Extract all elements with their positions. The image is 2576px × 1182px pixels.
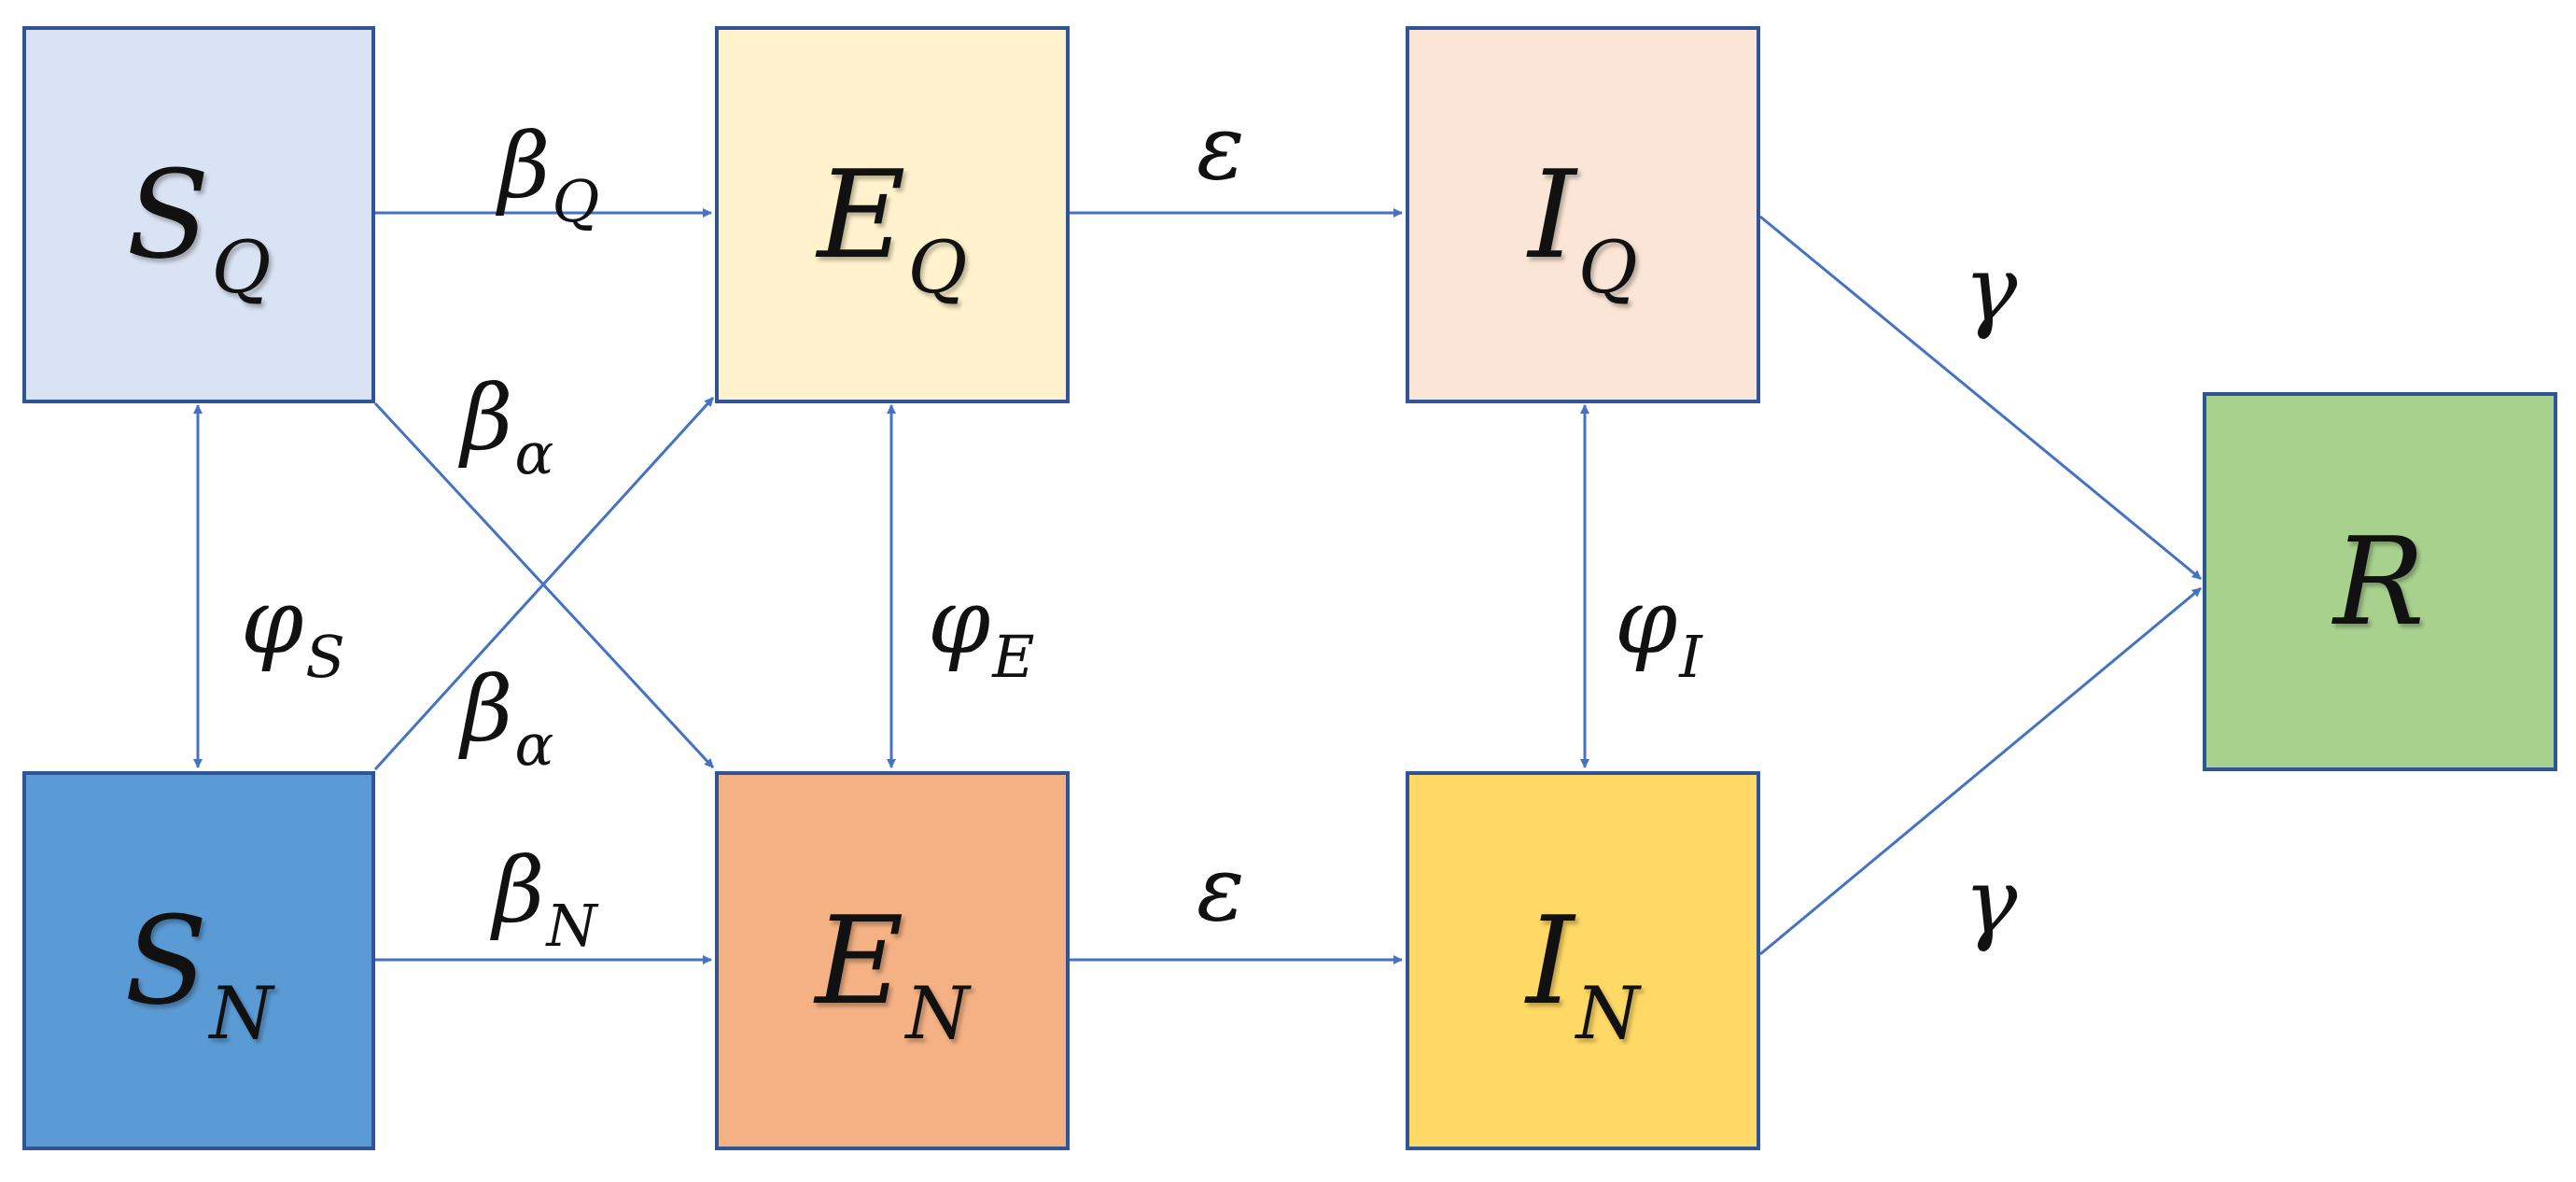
node-sn: SN xyxy=(22,771,375,1150)
node-en: EN xyxy=(715,771,1070,1150)
label-phi-e: φE xyxy=(928,570,1035,691)
node-iq-label: IQ xyxy=(1528,144,1638,310)
node-sq-label: SQ xyxy=(126,144,272,310)
node-in: IN xyxy=(1406,771,1760,1150)
arrow-iq-to-r xyxy=(1759,215,2202,581)
label-epsilon-n: ε xyxy=(1197,837,1245,941)
label-beta-q: βQ xyxy=(498,114,600,235)
arrow-in-to-r xyxy=(1759,586,2202,956)
node-r: R xyxy=(2203,392,2557,771)
arrow-sn-to-eq xyxy=(373,396,715,771)
label-phi-i: φI xyxy=(1615,570,1702,691)
label-epsilon-q: ε xyxy=(1197,95,1245,200)
node-en-label: EN xyxy=(815,890,970,1056)
node-sq: SQ xyxy=(22,26,375,403)
label-gamma-q: γ xyxy=(1964,237,2018,342)
node-in-label: IN xyxy=(1526,890,1640,1056)
node-r-label: R xyxy=(2333,511,2425,653)
label-gamma-n: γ xyxy=(1964,850,2018,954)
label-beta-n: βN xyxy=(493,838,597,960)
node-iq: IQ xyxy=(1406,26,1760,403)
label-beta-alpha-lower: βα xyxy=(461,657,554,779)
label-beta-alpha-upper: βα xyxy=(461,366,554,487)
label-phi-s: φS xyxy=(241,570,345,691)
node-eq: EQ xyxy=(715,26,1070,403)
node-sn-label: SN xyxy=(124,890,273,1056)
node-eq-label: EQ xyxy=(817,144,968,310)
